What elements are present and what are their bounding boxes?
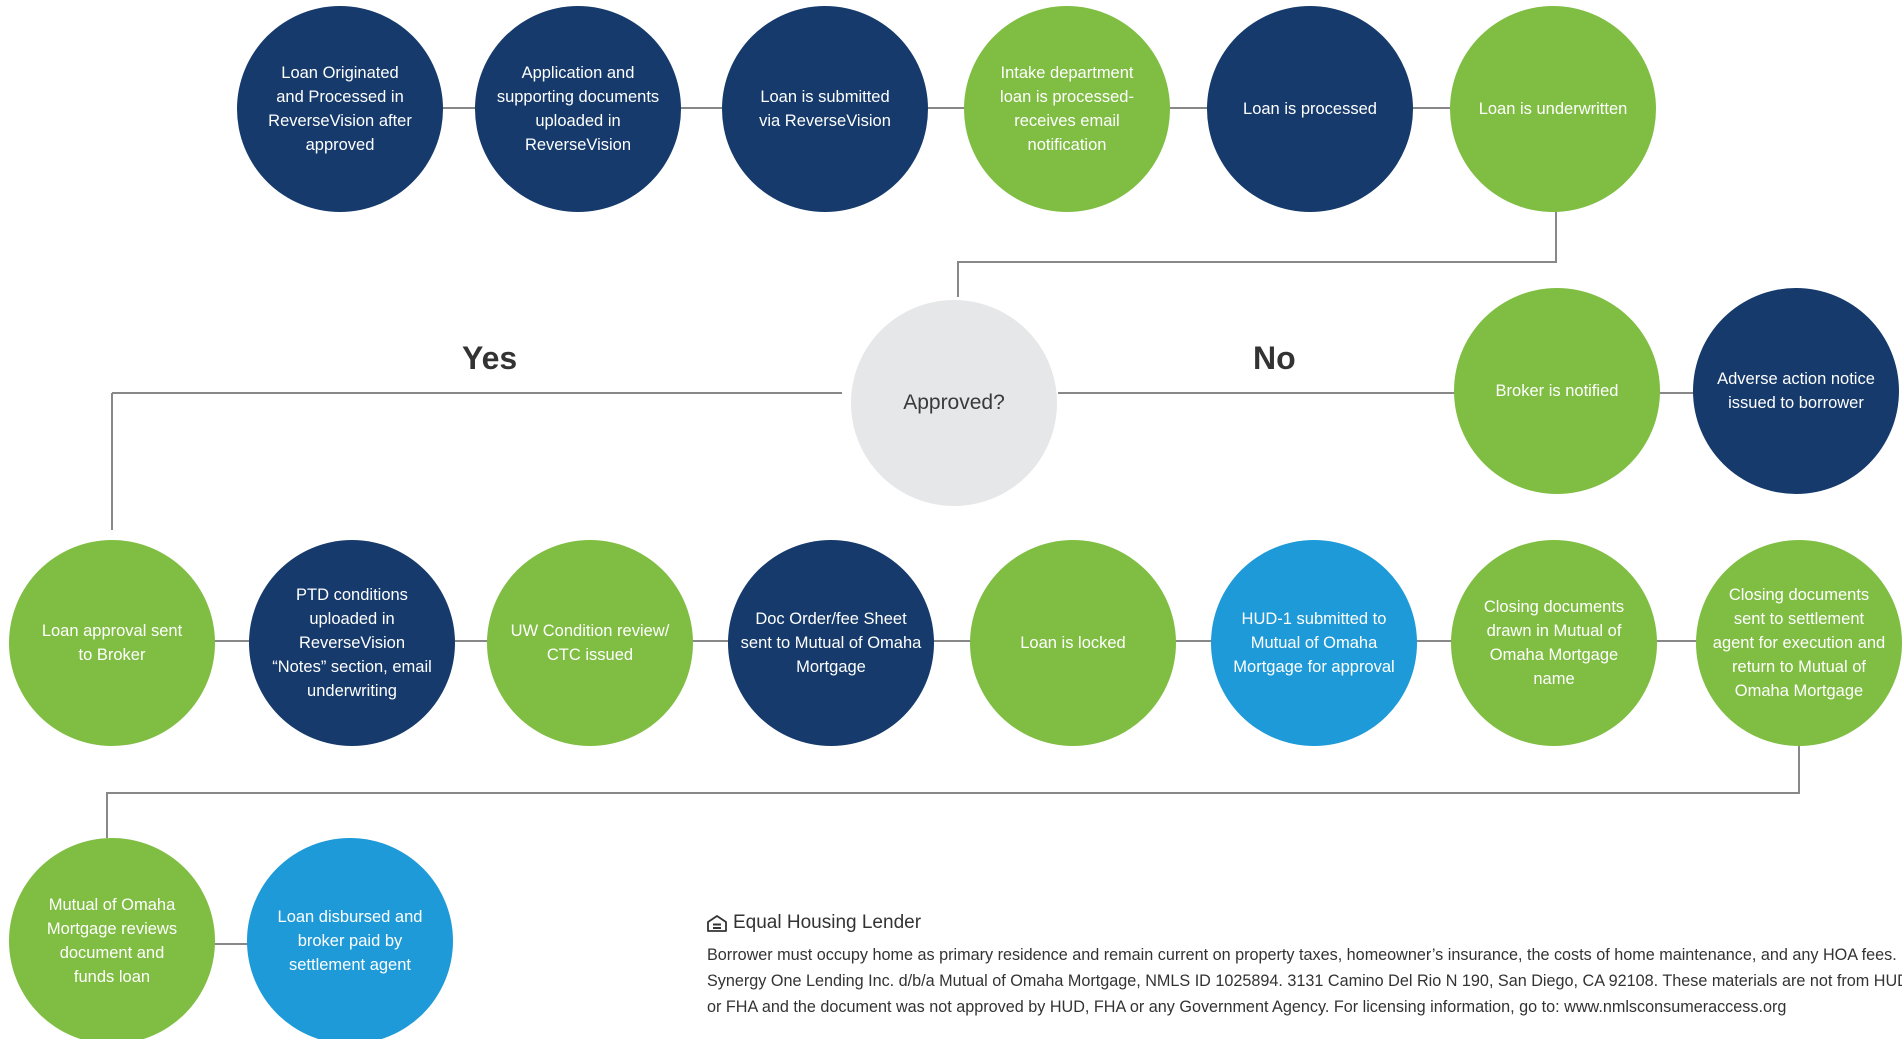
step-loan-originated: Loan Originated and Processed in Reverse…	[237, 6, 443, 212]
step-approval-sent-to-broker: Loan approval sent to Broker	[9, 540, 215, 746]
disclaimer: Borrower must occupy home as primary res…	[707, 942, 1902, 1020]
decision-approved: Approved?	[851, 300, 1057, 506]
step-hud1-submitted: HUD-1 submitted to Mutual of Omaha Mortg…	[1211, 540, 1417, 746]
decision-approved-label: Approved?	[903, 391, 1005, 414]
step-uw-condition-review: UW Condition review/ CTC issued	[487, 540, 693, 746]
step-adverse-action-notice-label: Adverse action notice issued to borrower	[1717, 370, 1875, 412]
step-documents-uploaded: Application and supporting documents upl…	[475, 6, 681, 212]
step-reviews-and-funds-loan-label: Mutual of Omaha Mortgage reviews documen…	[46, 896, 178, 986]
equal-housing-lender-label: Equal Housing Lender	[733, 912, 922, 933]
equal-housing-lender: Equal Housing Lender	[707, 912, 921, 934]
step-intake-department-label: Intake department loan is processed- rec…	[1000, 64, 1134, 154]
step-adverse-action-notice: Adverse action notice issued to borrower	[1693, 288, 1899, 494]
step-loan-originated-label: Loan Originated and Processed in Reverse…	[268, 64, 412, 154]
step-loan-disbursed-label: Loan disbursed and broker paid by settle…	[277, 908, 423, 974]
branch-no-label: No	[1253, 340, 1296, 376]
disclaimer-line: or FHA and the document was not approved…	[707, 998, 1787, 1016]
step-broker-notified-label: Broker is notified	[1495, 382, 1619, 400]
step-reviews-and-funds-loan: Mutual of Omaha Mortgage reviews documen…	[9, 838, 215, 1039]
step-doc-order-fee-sheet-label: Doc Order/fee Sheet sent to Mutual of Om…	[740, 610, 922, 676]
step-documents-uploaded-label: Application and supporting documents upl…	[496, 64, 660, 154]
step-closing-documents-drawn: Closing documents drawn in Mutual of Oma…	[1451, 540, 1657, 746]
step-ptd-conditions-uploaded: PTD conditions uploaded in ReverseVision…	[249, 540, 455, 746]
step-loan-processed: Loan is processed	[1207, 6, 1413, 212]
step-closing-documents-sent: Closing documents sent to settlement age…	[1696, 540, 1902, 746]
step-closing-documents-drawn-label: Closing documents drawn in Mutual of Oma…	[1483, 598, 1625, 688]
step-uw-condition-review-label: UW Condition review/ CTC issued	[510, 622, 670, 664]
step-doc-order-fee-sheet: Doc Order/fee Sheet sent to Mutual of Om…	[728, 540, 934, 746]
step-loan-disbursed: Loan disbursed and broker paid by settle…	[247, 838, 453, 1039]
branch-yes-label: Yes	[462, 340, 518, 376]
step-broker-notified: Broker is notified	[1454, 288, 1660, 494]
step-loan-locked-label: Loan is locked	[1020, 634, 1126, 652]
step-loan-underwritten: Loan is underwritten	[1450, 6, 1656, 212]
step-ptd-conditions-uploaded-label: PTD conditions uploaded in ReverseVision…	[272, 586, 432, 700]
disclaimer-line: Synergy One Lending Inc. d/b/a Mutual of…	[707, 972, 1902, 990]
step-closing-documents-sent-label: Closing documents sent to settlement age…	[1712, 586, 1886, 700]
step-loan-processed-label: Loan is processed	[1243, 100, 1377, 118]
step-loan-underwritten-label: Loan is underwritten	[1478, 100, 1628, 118]
step-loan-submitted-label: Loan is submitted via ReverseVision	[759, 88, 891, 130]
step-loan-locked: Loan is locked	[970, 540, 1176, 746]
equal-housing-house-icon	[707, 914, 727, 932]
step-approval-sent-to-broker-label: Loan approval sent to Broker	[41, 622, 183, 664]
disclaimer-line: Borrower must occupy home as primary res…	[707, 946, 1897, 964]
step-intake-department: Intake department loan is processed- rec…	[964, 6, 1170, 212]
step-loan-submitted: Loan is submitted via ReverseVision	[722, 6, 928, 212]
step-hud1-submitted-label: HUD-1 submitted to Mutual of Omaha Mortg…	[1233, 610, 1395, 676]
